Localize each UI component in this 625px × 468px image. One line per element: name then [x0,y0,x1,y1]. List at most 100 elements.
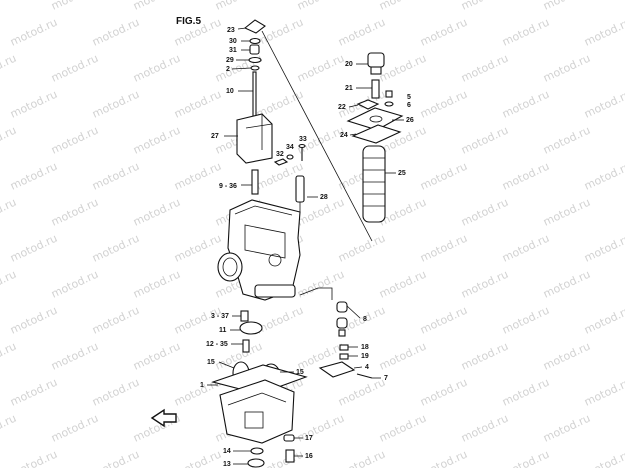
part-12-35-pilot-jet[interactable] [242,339,250,353]
watermark-text: motod.ru [336,16,387,49]
watermark-text: motod.ru [459,52,510,85]
callout-8: 8 [363,316,367,323]
callout-4: 4 [365,364,369,371]
watermark-text: motod.ru [541,124,592,157]
callout-1: 1 [200,382,204,389]
watermark-text: motod.ru [582,88,625,121]
watermark-text: motod.ru [172,232,223,265]
watermark-text: motod.ru [418,448,469,468]
part-7-screw[interactable] [356,373,373,379]
part-24-gasket[interactable] [351,124,402,144]
part-9-36-needle-jet[interactable] [251,169,259,195]
watermark-text: motod.ru [0,340,18,373]
part-8-fittings[interactable] [336,301,348,337]
watermark-text: motod.ru [582,16,625,49]
watermark-text: motod.ru [541,340,592,373]
watermark-text: motod.ru [459,412,510,445]
carburetor-body[interactable] [217,199,301,301]
part-6-washer[interactable] [384,101,394,107]
part-25-rubber-boot[interactable] [362,145,386,223]
part-2-ring[interactable] [250,65,260,71]
watermark-text: motod.ru [377,340,428,373]
part-3-37-main-jet[interactable] [240,310,249,322]
part-16-bolt[interactable] [285,449,295,463]
callout-6: 6 [407,102,411,109]
watermark-text: motod.ru [49,268,100,301]
watermark-text: motod.ru [459,268,510,301]
part-21-adjuster-screw[interactable] [371,79,380,99]
figure-title: FIG.5 [176,16,201,27]
watermark-text: motod.ru [459,124,510,157]
watermark-text: motod.ru [0,52,18,85]
watermark-text: motod.ru [582,160,625,193]
watermark-text: motod.ru [500,304,551,337]
part-31-retainer[interactable] [249,44,260,55]
watermark-text: motod.ru [500,160,551,193]
watermark-text: motod.ru [418,376,469,409]
part-17-bolt[interactable] [283,434,295,442]
part-10-jet-needle[interactable] [252,71,257,119]
callout-labels: 23 30 31 29 2 10 27 33 34 32 9 - 36 28 2… [200,27,414,468]
watermark-text: motod.ru [90,88,141,121]
watermark-text: motod.ru [8,304,59,337]
part-11-holder[interactable] [239,321,263,335]
part-float-chamber[interactable] [219,379,295,444]
part-27-throttle-valve[interactable] [236,113,273,164]
part-29-washer[interactable] [248,56,262,64]
watermark-text: motod.ru [418,304,469,337]
watermark-text: motod.ru [500,232,551,265]
watermark-text: motod.ru [541,0,592,13]
callout-3-37: 3 - 37 [211,313,229,320]
watermark-text: motod.ru [90,376,141,409]
callout-leaders [207,27,404,465]
part-13-plug[interactable] [247,458,265,468]
part-23-cap[interactable] [243,19,266,34]
watermark-text: motod.ru [8,376,59,409]
watermark-text: motod.ru [582,232,625,265]
part-4-bracket[interactable] [318,361,356,378]
part-34-oring[interactable] [286,154,294,160]
watermark-text: motod.ru [418,160,469,193]
watermark-text: motod.ru [582,304,625,337]
callout-27: 27 [211,133,219,140]
watermark-text: motod.ru [131,0,182,13]
part-28-air-screw[interactable] [295,175,305,212]
watermark-text: motod.ru [336,448,387,468]
callout-28: 28 [320,194,328,201]
part-5-bolt[interactable] [385,90,393,98]
callout-14: 14 [223,448,231,455]
part-18-clip[interactable] [339,344,349,351]
watermark-text: motod.ru [49,340,100,373]
watermark-text: motod.ru [336,376,387,409]
callout-25: 25 [398,170,406,177]
part-33-screw[interactable] [298,143,306,162]
part-20-adjuster-cap[interactable] [367,52,385,75]
watermark-text: motod.ru [377,412,428,445]
part-22-nut[interactable] [356,99,380,110]
watermark-text: motod.ru [541,196,592,229]
part-19-clip[interactable] [339,353,349,360]
watermark-text: motod.ru [49,124,100,157]
part-32-plate[interactable] [273,158,289,166]
watermark-text: motod.ru [172,160,223,193]
watermark-text: motod.ru [131,268,182,301]
watermark-text: motod.ru [582,376,625,409]
callout-20: 20 [345,61,353,68]
callout-26: 26 [406,117,414,124]
watermark-text: motod.ru [459,340,510,373]
watermark-text: motod.ru [0,0,18,13]
part-26-top-cover[interactable] [346,107,404,131]
watermark-text: motod.ru [377,0,428,13]
callout-21: 21 [345,85,353,92]
watermark-text: motod.ru [500,448,551,468]
watermark-text: motod.ru [500,88,551,121]
callout-31: 31 [229,47,237,54]
part-25-boot-ribs [363,157,385,207]
watermark-text: motod.ru [459,196,510,229]
watermark-text: motod.ru [377,52,428,85]
watermark-text: motod.ru [295,0,346,13]
callout-24: 24 [340,132,348,139]
part-30-clip[interactable] [249,37,261,45]
part-14-drain-screw[interactable] [250,447,264,455]
